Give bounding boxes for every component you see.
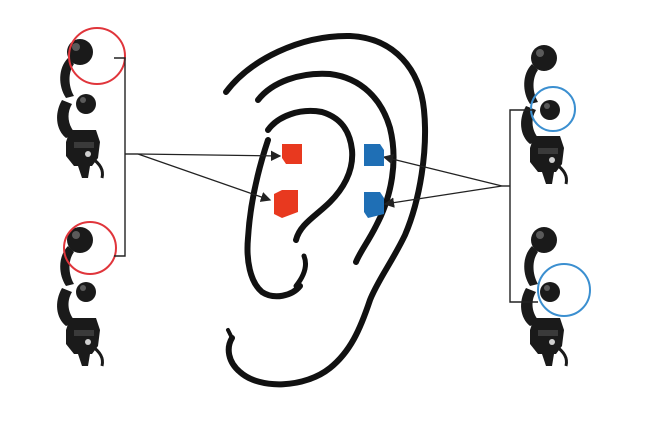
- ear-outline-icon: [223, 32, 429, 388]
- left-leader-arrows: [137, 150, 282, 202]
- right-leader-arrows: [382, 154, 503, 208]
- left-bracket: [114, 57, 138, 257]
- right-top-blue-circle: [530, 86, 576, 132]
- blue-marker-upper: [364, 144, 384, 166]
- left-device-top: [55, 37, 105, 180]
- right-bottom-blue-circle: [537, 263, 591, 317]
- red-marker-upper: [282, 144, 302, 164]
- right-bracket: [502, 109, 538, 303]
- right-device-bottom: [519, 225, 569, 368]
- red-electrode-marker: [274, 144, 302, 218]
- blue-marker-lower: [364, 192, 384, 218]
- blue-electrode-marker: [364, 144, 384, 218]
- left-top-red-circle: [68, 27, 126, 85]
- left-bottom-red-circle: [63, 221, 117, 275]
- red-marker-lower: [274, 190, 298, 218]
- right-device-top: [519, 43, 569, 186]
